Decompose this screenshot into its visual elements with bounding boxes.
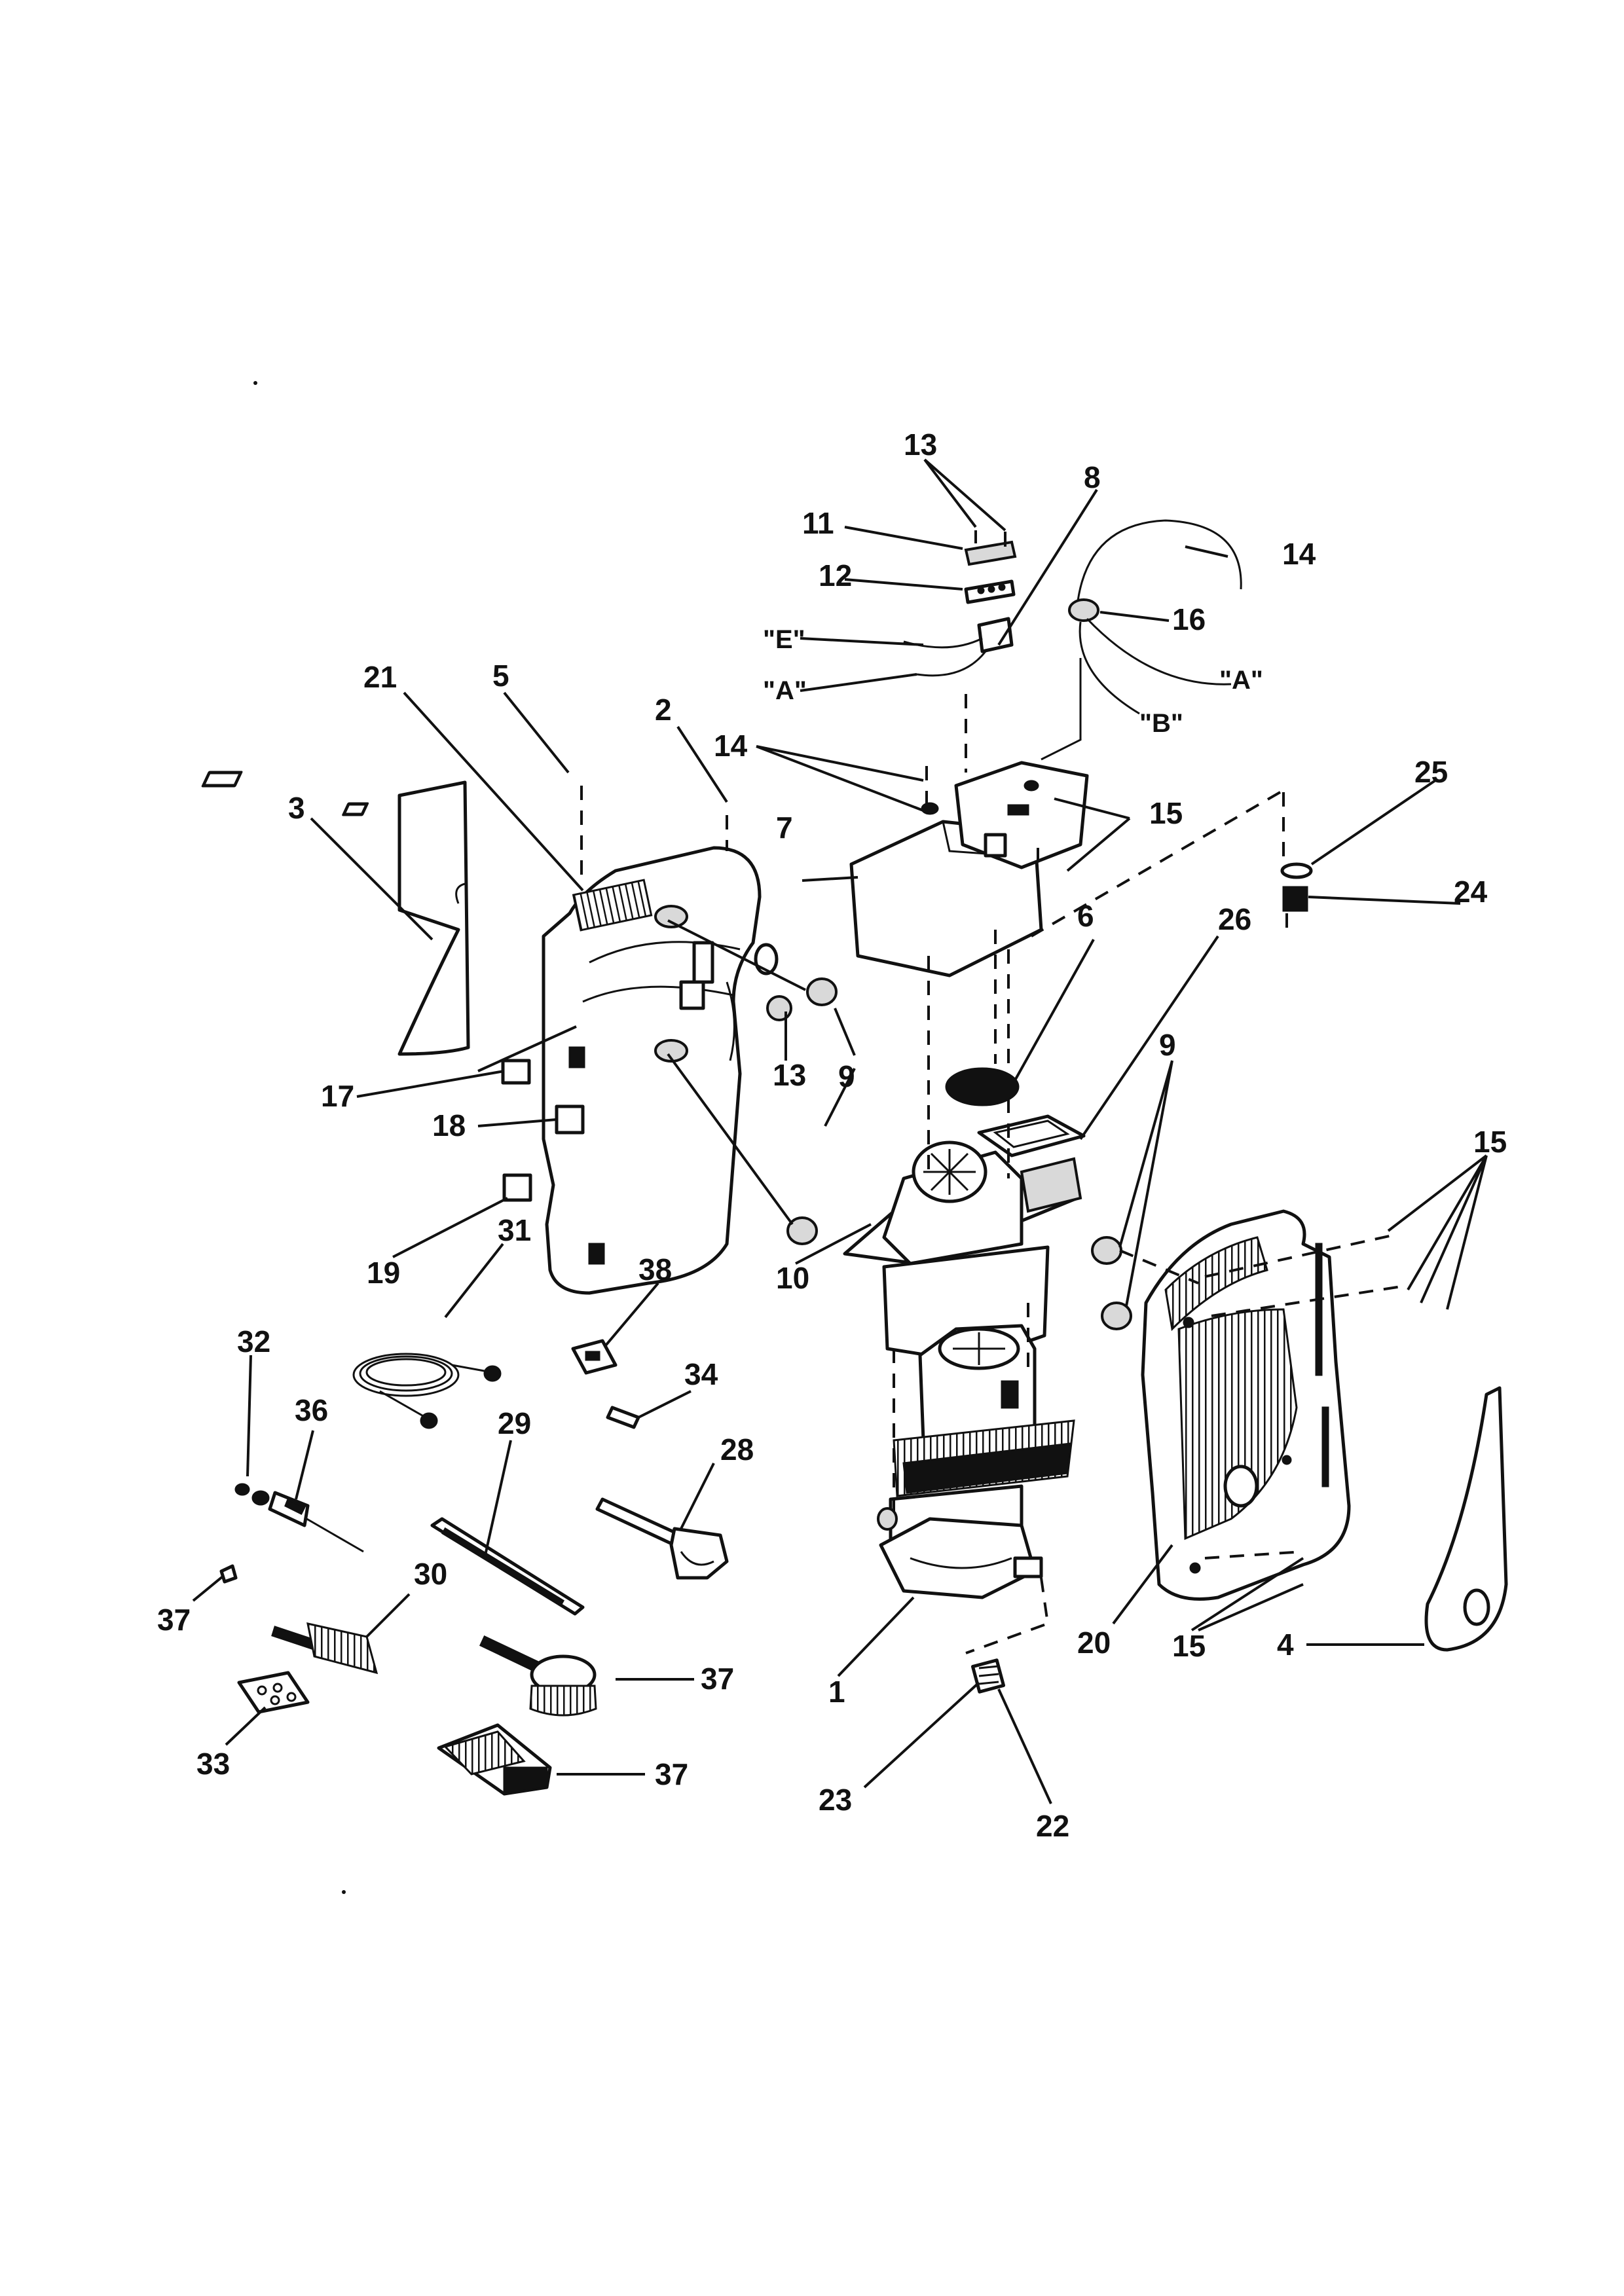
callout-14-screws: 14 <box>714 729 748 763</box>
housing-half-21 <box>542 846 779 1295</box>
nozzle-31-35 <box>234 1483 364 1553</box>
fan-housing-10 <box>843 1140 1082 1364</box>
callout-15-right: 15 <box>1473 1125 1507 1159</box>
callout-25: 25 <box>1414 755 1448 789</box>
callout-8: 8 <box>1084 460 1101 494</box>
callout-19: 19 <box>367 1256 400 1290</box>
fitting-22-23 <box>970 1658 1006 1694</box>
callout-9-mid: 9 <box>838 1059 855 1093</box>
scraper-37 <box>437 1723 552 1796</box>
lance-29 <box>430 1517 585 1616</box>
callout-16: 16 <box>1172 602 1206 636</box>
callout-21: 21 <box>363 660 397 694</box>
fitting-24-25 <box>1280 862 1313 912</box>
side-panel-4 <box>1424 1386 1508 1652</box>
callout-1: 1 <box>828 1675 845 1709</box>
callout-31: 32 <box>237 1324 270 1358</box>
leader-lines <box>192 458 1488 1804</box>
speck <box>342 1890 346 1894</box>
label-plates <box>201 771 585 1202</box>
callout-23: 23 <box>819 1783 852 1817</box>
callout-20: 20 <box>1077 1626 1111 1660</box>
brush-32 <box>271 1622 378 1675</box>
spray-gun-28 <box>595 1497 729 1580</box>
callout-28: 28 <box>720 1432 754 1467</box>
hose-30 <box>352 1353 502 1429</box>
callout-38: 38 <box>638 1252 672 1286</box>
brush-36-large <box>479 1635 597 1717</box>
switch-parts-11-12-8 <box>903 540 1017 677</box>
callout-14-cord: 14 <box>1282 537 1316 571</box>
callout-9-right: 9 <box>1159 1028 1176 1062</box>
ref-b: "B" <box>1139 709 1183 738</box>
callout-13-mid: 13 <box>773 1058 806 1092</box>
control-box-7 <box>849 761 1089 977</box>
wand-34 <box>606 1406 640 1429</box>
callout-15-top: 15 <box>1149 796 1183 830</box>
callout-33: 33 <box>196 1747 230 1781</box>
callout-2: 2 <box>655 693 672 727</box>
callout-12: 12 <box>819 558 852 592</box>
callout-36-small: 37 <box>157 1603 191 1637</box>
callout-24: 24 <box>1454 875 1488 909</box>
callout-26: 26 <box>1218 902 1251 936</box>
callout-4: 4 <box>1277 1628 1294 1662</box>
callout-34: 34 <box>684 1357 718 1391</box>
callout-11: 11 <box>802 506 834 540</box>
callout-13-top: 13 <box>904 428 937 462</box>
callout-18: 18 <box>432 1108 466 1142</box>
ref-a-right: "A" <box>1219 666 1263 695</box>
side-panel-3 <box>397 780 470 1056</box>
bushings <box>766 977 1132 1330</box>
callout-32: 30 <box>414 1557 447 1591</box>
callout-6: 6 <box>1077 899 1094 933</box>
callout-36-large: 37 <box>701 1662 734 1696</box>
callout-5: 5 <box>492 659 509 693</box>
tip-36-small <box>219 1564 238 1584</box>
callout-3: 3 <box>288 791 305 825</box>
motor-assembly-1 <box>877 1324 1075 1599</box>
callout-29: 29 <box>498 1406 531 1440</box>
power-cord-14 <box>1041 519 1242 761</box>
callout-17: 17 <box>321 1079 354 1113</box>
callout-30: 31 <box>498 1213 531 1247</box>
plate-33 <box>237 1671 310 1714</box>
callout-15-bottom: 15 <box>1172 1629 1206 1663</box>
housing-half-20 <box>1141 1209 1351 1601</box>
callout-7: 7 <box>776 811 793 845</box>
callout-10: 10 <box>776 1261 809 1295</box>
ref-e: "E" <box>763 625 805 654</box>
callout-22: 22 <box>1036 1809 1069 1843</box>
callout-37: 37 <box>655 1757 688 1791</box>
callout-labels: 13 8 11 14 12 16 "E" "A" "A" "B" 21 5 2 … <box>157 428 1507 1843</box>
callout-35: 36 <box>295 1393 328 1427</box>
ref-a-left: "A" <box>763 676 807 705</box>
nozzle-38 <box>571 1339 618 1375</box>
speck <box>253 381 257 385</box>
filter-6-gasket-26 <box>945 1067 1086 1157</box>
